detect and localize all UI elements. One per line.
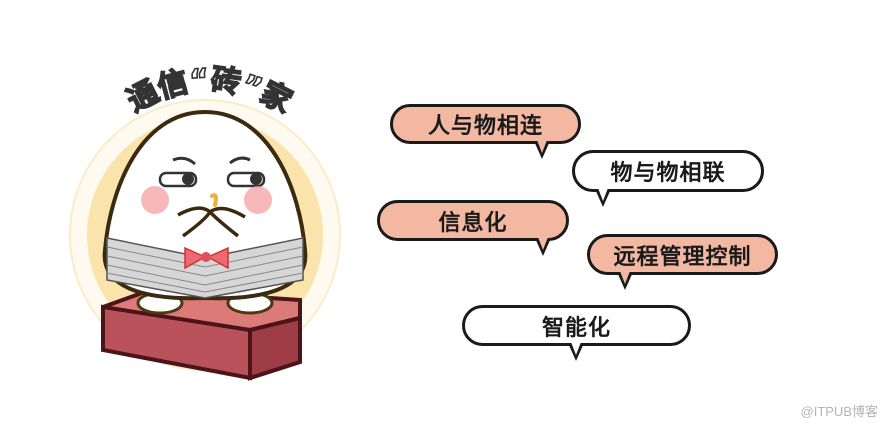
mascot-illustration: 通信“砖”家 bbox=[69, 62, 341, 381]
beak bbox=[210, 193, 218, 207]
speech-bubble-informatization: 信息化 bbox=[377, 200, 569, 241]
speech-bubble-things-things: 物与物相联 bbox=[572, 150, 764, 192]
bubble-label: 信息化 bbox=[438, 210, 508, 236]
bubble-label: 智能化 bbox=[541, 315, 611, 341]
bubble-label: 人与物相连 bbox=[427, 114, 543, 139]
right-blush bbox=[244, 186, 272, 214]
speech-bubble-people-things: 人与物相连 bbox=[390, 104, 581, 144]
bubble-label: 远程管理控制 bbox=[613, 244, 752, 270]
mustache bbox=[177, 206, 246, 238]
watermark: @ITPUB博客 bbox=[800, 404, 878, 419]
bowtie-icon bbox=[184, 246, 229, 270]
speech-bubble-remote-control: 远程管理控制 bbox=[587, 234, 778, 275]
bubble-label: 物与物相联 bbox=[610, 161, 726, 186]
speech-bubble-intelligence: 智能化 bbox=[462, 305, 691, 346]
eyes bbox=[158, 156, 266, 188]
left-blush bbox=[141, 186, 169, 214]
